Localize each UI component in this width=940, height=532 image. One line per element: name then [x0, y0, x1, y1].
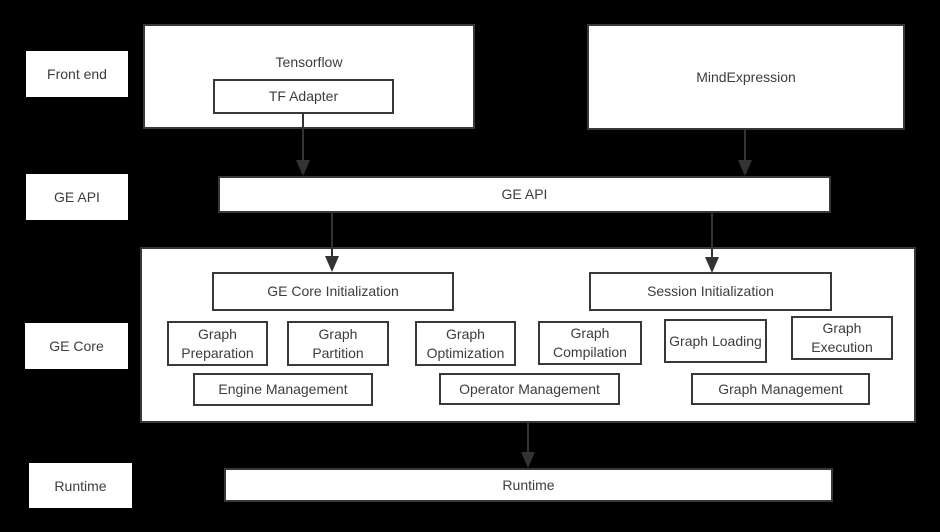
graph-partition-label: Graph Partition: [312, 325, 364, 361]
arrow-tfadapter-to-geapi-line: [302, 114, 304, 160]
arrow-tfadapter-to-geapi-head: [296, 160, 310, 176]
mindexpression-box: MindExpression: [587, 24, 905, 130]
row-label-ge-api: GE API: [26, 174, 128, 220]
graph-optimization-box: Graph Optimization: [415, 321, 516, 366]
engine-management-box: Engine Management: [193, 373, 373, 406]
row-label-front-end: Front end: [26, 51, 128, 97]
arrow-geapi-to-gecoreinit-head: [325, 256, 339, 272]
arrow-mindexpression-to-geapi-line: [744, 130, 746, 160]
arrow-geapi-to-gecoreinit-line: [331, 213, 333, 256]
runtime-bar: Runtime: [224, 468, 833, 502]
tensorflow-label: Tensorflow: [275, 54, 343, 70]
graph-preparation-label: Graph Preparation: [181, 325, 254, 361]
row-label-runtime: Runtime: [29, 463, 132, 508]
engine-management-label: Engine Management: [218, 381, 348, 397]
ge-core-initialization-box: GE Core Initialization: [212, 272, 454, 311]
session-initialization-box: Session Initialization: [589, 272, 832, 311]
arrow-geapi-to-sessioninit-line: [711, 213, 713, 257]
runtime-bar-label: Runtime: [502, 476, 555, 493]
ge-core-initialization-label: GE Core Initialization: [267, 283, 399, 299]
operator-management-label: Operator Management: [459, 380, 600, 397]
graph-loading-label: Graph Loading: [669, 332, 762, 349]
arrow-gecore-to-runtime-head: [521, 452, 535, 468]
tf-adapter-label: TF Adapter: [268, 88, 339, 104]
row-label-ge-core: GE Core: [25, 323, 128, 369]
graph-management-box: Graph Management: [691, 373, 870, 405]
operator-management-box: Operator Management: [439, 373, 620, 405]
mindexpression-label: MindExpression: [696, 68, 796, 85]
graph-optimization-label: Graph Optimization: [426, 325, 505, 361]
session-initialization-label: Session Initialization: [647, 283, 774, 299]
graph-loading-box: Graph Loading: [664, 319, 767, 363]
arrow-mindexpression-to-geapi-head: [738, 160, 752, 176]
graph-execution-box: Graph Execution: [791, 316, 893, 360]
graph-partition-box: Graph Partition: [287, 321, 389, 366]
graph-compilation-label: Graph Compilation: [553, 325, 627, 360]
ge-api-bar-label: GE API: [501, 186, 548, 202]
graph-management-label: Graph Management: [718, 380, 843, 397]
graph-preparation-box: Graph Preparation: [167, 321, 268, 366]
graph-execution-label: Graph Execution: [811, 320, 873, 355]
ge-api-bar: GE API: [218, 176, 831, 213]
arrow-geapi-to-sessioninit-head: [705, 257, 719, 273]
arrow-gecore-to-runtime-line: [527, 423, 529, 452]
graph-compilation-box: Graph Compilation: [538, 321, 642, 365]
tf-adapter-box: TF Adapter: [213, 79, 394, 114]
